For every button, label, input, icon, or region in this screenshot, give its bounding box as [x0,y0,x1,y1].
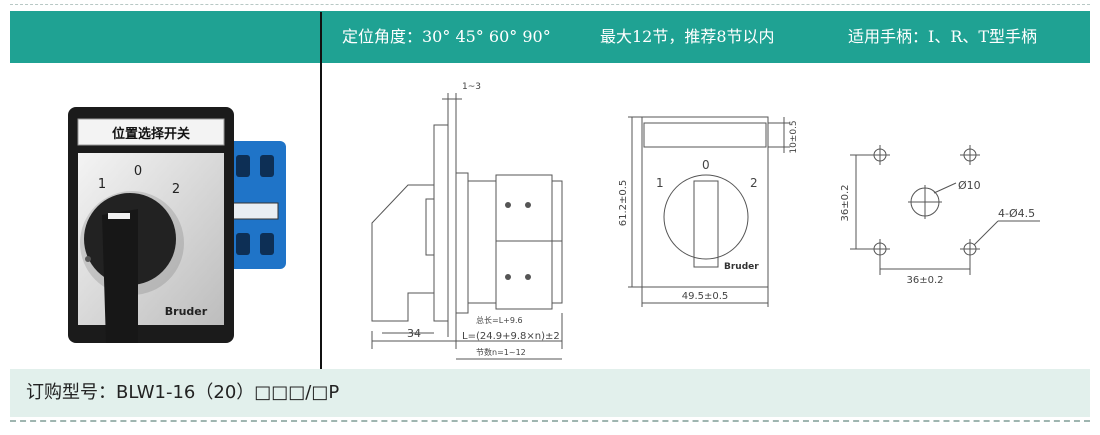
side-section-note: 节数n=1~12 [476,347,526,357]
panel-title: 位置选择开关 [112,126,190,142]
position-label-2: 2 [172,182,180,197]
technical-drawings: 1~3 34 总长=L+9.6 L=(24.9+9.8×n)±2 节数n=1~1… [322,63,1090,369]
front-brand: Bruder [724,262,759,272]
front-height-dim: 61.2±0.5 [618,180,629,227]
terminal-slot [236,233,250,255]
brand-mark: Bruder [165,305,208,318]
front-pos-2: 2 [750,176,758,190]
order-footer: 订购型号：BLW1-16（20）□□□/□P [10,369,1090,417]
product-photo: 位置选择开关 1 0 2 Bruder [10,63,320,369]
terminal-slot [260,155,274,177]
order-model: 订购型号：BLW1-16（20）□□□/□P [26,382,340,403]
drawings-svg: 1~3 34 总长=L+9.6 L=(24.9+9.8×n)±2 节数n=1~1… [371,82,1040,360]
center-hole-label: Ø10 [958,179,981,192]
side-depth-note: 总长=L+9.6 [476,315,523,325]
mounting-hole-drawing [850,145,1040,275]
rotary-handle [102,209,138,343]
top-dashed-rule [10,4,1090,5]
front-label-dim: 10±0.5 [789,120,799,153]
spec-header-bar: 定位角度：30° 45° 60° 90° 最大12节，推荐8节以内 适用手柄：I… [10,11,1090,63]
vertical-divider [320,12,322,369]
position-label-0: 0 [134,164,142,179]
terminal-slot [260,233,274,255]
handle-spec: 适用手柄：I、R、T型手柄 [848,27,1038,46]
angle-spec: 定位角度：30° 45° 60° 90° [342,27,551,46]
side-depth-dim: 34 [407,327,421,340]
vertical-spacing-dim: 36±0.2 [840,184,851,221]
front-pos-1: 1 [656,176,664,190]
product-photo-svg: 位置选择开关 1 0 2 Bruder [68,107,286,343]
position-label-1: 1 [98,177,106,192]
terminal-slot [236,155,250,177]
terminal-label [231,202,279,220]
bottom-dashed-rule [10,420,1090,422]
side-view-drawing [371,93,563,360]
handle-screw [85,256,91,262]
handle-marker [108,213,130,219]
side-length-formula: L=(24.9+9.8×n)±2 [462,331,560,342]
front-pos-0: 0 [702,158,710,172]
front-width-dim: 49.5±0.5 [682,291,729,302]
corner-holes-label: 4-Ø4.5 [998,207,1035,220]
front-view-drawing [628,116,790,307]
max-sections-spec: 最大12节，推荐8节以内 [600,27,775,46]
side-top-dim: 1~3 [462,82,481,92]
horizontal-spacing-dim: 36±0.2 [906,275,943,286]
label-strip [77,118,225,146]
